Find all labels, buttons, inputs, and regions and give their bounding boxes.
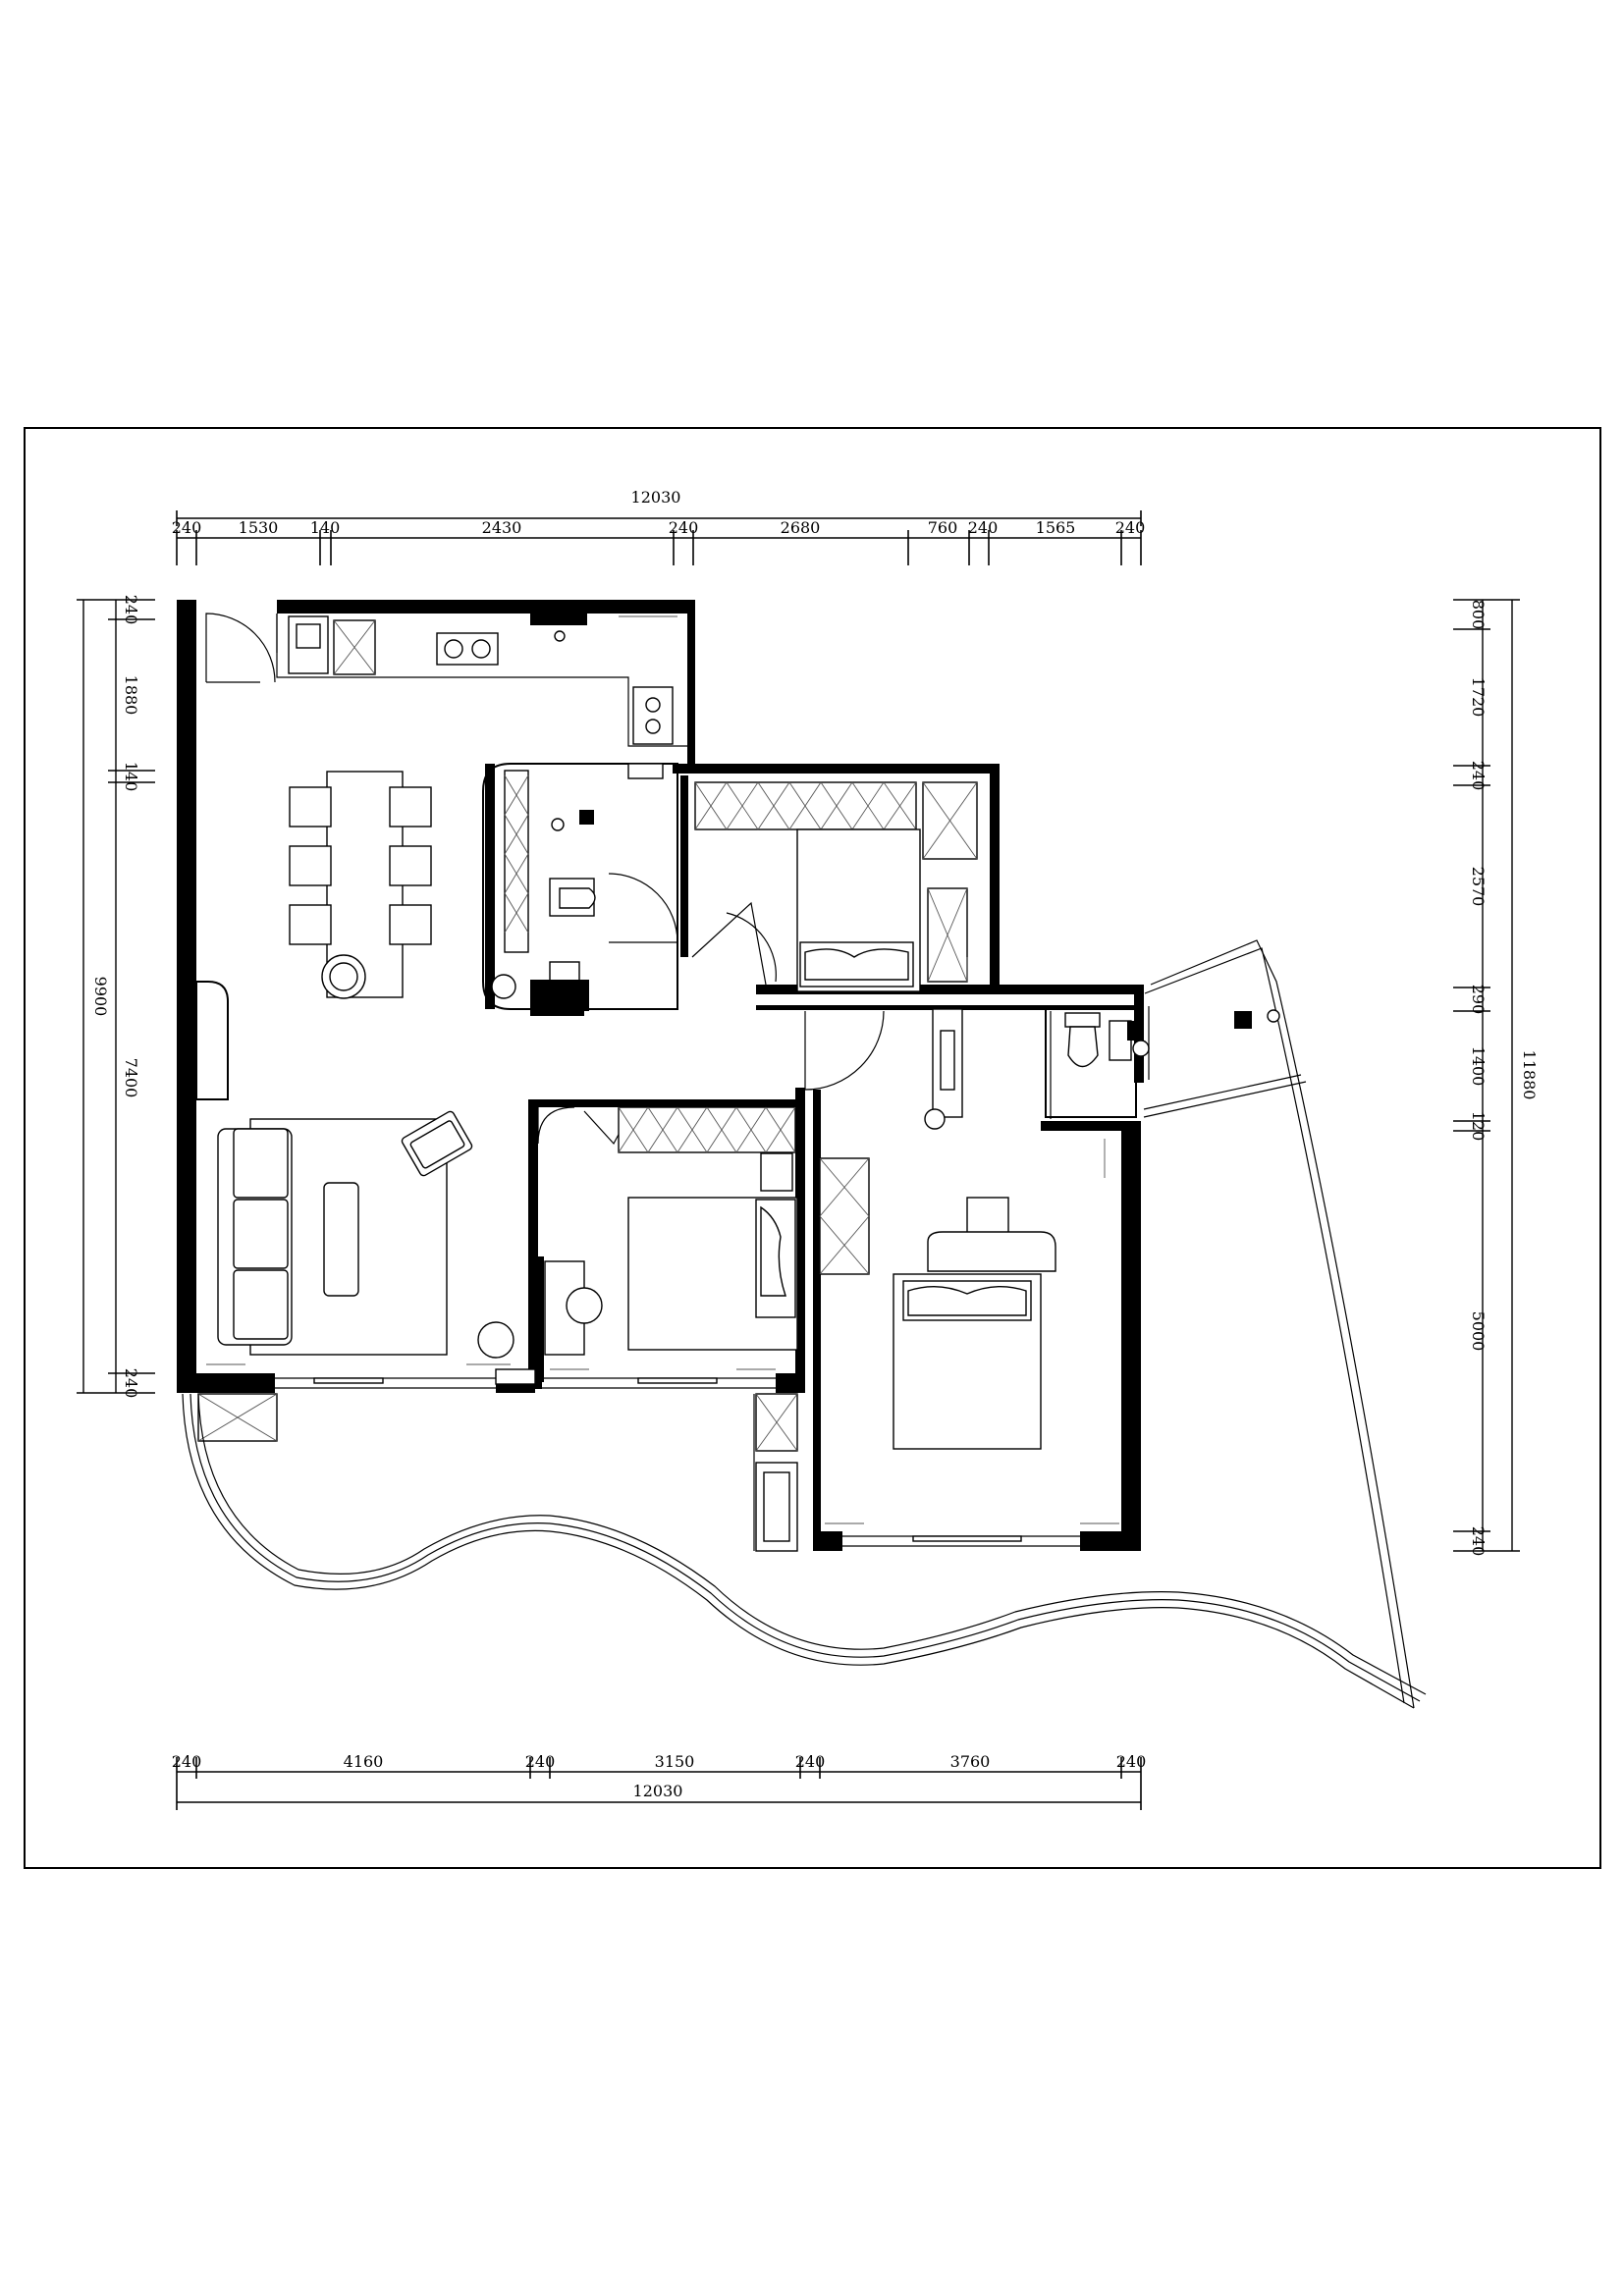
dim-right-seg-7: 5000 — [1469, 1311, 1488, 1352]
dining-area — [289, 771, 432, 999]
dim-bottom-seg-0: 240 — [172, 1752, 202, 1771]
dim-top-total: 12030 — [631, 488, 681, 507]
entry-door-swing — [205, 613, 276, 683]
bathroom-1 — [482, 763, 678, 1010]
living-room — [217, 1110, 536, 1385]
bedroom-1 — [691, 781, 978, 992]
dim-top-seg-4: 240 — [669, 518, 699, 537]
master-bedroom — [804, 1010, 1056, 1450]
right-dimensions: 800 1720 240 2570 290 1400 120 5000 240 … — [1453, 599, 1539, 1557]
dim-top-seg-2: 140 — [310, 518, 341, 537]
dim-bottom-seg-1: 4160 — [344, 1752, 384, 1771]
kitchen — [205, 613, 687, 747]
dim-right-total: 11880 — [1520, 1050, 1539, 1100]
dim-right-seg-0: 800 — [1469, 600, 1488, 630]
dim-bottom-total: 12030 — [633, 1782, 683, 1800]
balcony-rails — [182, 939, 1427, 1709]
dim-left-seg-1: 1880 — [122, 675, 140, 716]
dim-right-seg-5: 1400 — [1469, 1046, 1488, 1087]
dim-top-seg-8: 1565 — [1036, 518, 1076, 537]
top-dimensions: 12030 240 1530 140 2430 240 2680 760 240… — [172, 488, 1146, 565]
stove-burner-icon — [444, 639, 463, 659]
dim-top-seg-5: 2680 — [781, 518, 821, 537]
floor-markers — [206, 957, 1119, 1524]
dim-left-seg-3: 7400 — [122, 1058, 140, 1098]
walls — [177, 600, 1144, 1551]
dim-left-total: 9900 — [91, 977, 110, 1017]
bath1-door-swing — [608, 873, 678, 943]
dim-top-seg-7: 240 — [968, 518, 999, 537]
dim-bottom-seg-3: 3150 — [655, 1752, 695, 1771]
dim-top-seg-1: 1530 — [239, 518, 279, 537]
windows — [275, 1188, 1135, 1547]
dim-right-seg-6: 120 — [1469, 1111, 1488, 1142]
dim-top-seg-3: 2430 — [482, 518, 522, 537]
dim-top-seg-6: 760 — [928, 518, 958, 537]
dim-right-seg-2: 240 — [1469, 761, 1488, 791]
sheet-border — [24, 427, 1601, 1869]
south-bay — [197, 1393, 798, 1552]
dim-bottom-seg-6: 240 — [1116, 1752, 1147, 1771]
dim-right-seg-8: 240 — [1469, 1526, 1488, 1557]
dim-left-seg-0: 240 — [122, 595, 140, 625]
dim-left-seg-4: 240 — [122, 1368, 140, 1399]
stove-burner-icon — [471, 639, 491, 659]
bedroom1-door-swing — [726, 912, 777, 983]
dim-bottom-seg-2: 240 — [525, 1752, 556, 1771]
left-dimensions: 9900 240 1880 140 7400 240 — [77, 595, 155, 1399]
dim-top-seg-9: 240 — [1115, 518, 1146, 537]
dim-bottom-seg-5: 3760 — [950, 1752, 991, 1771]
dim-top-seg-0: 240 — [172, 518, 202, 537]
bedroom-2 — [537, 1106, 798, 1356]
dim-right-seg-1: 1720 — [1469, 677, 1488, 718]
dim-right-seg-4: 290 — [1469, 985, 1488, 1015]
dim-right-seg-3: 2570 — [1469, 867, 1488, 907]
bathroom-2 — [924, 1008, 1150, 1130]
dim-left-seg-2: 140 — [122, 762, 140, 792]
dim-bottom-seg-4: 240 — [795, 1752, 826, 1771]
bottom-dimensions: 240 4160 240 3150 240 3760 240 12030 — [172, 1752, 1147, 1810]
